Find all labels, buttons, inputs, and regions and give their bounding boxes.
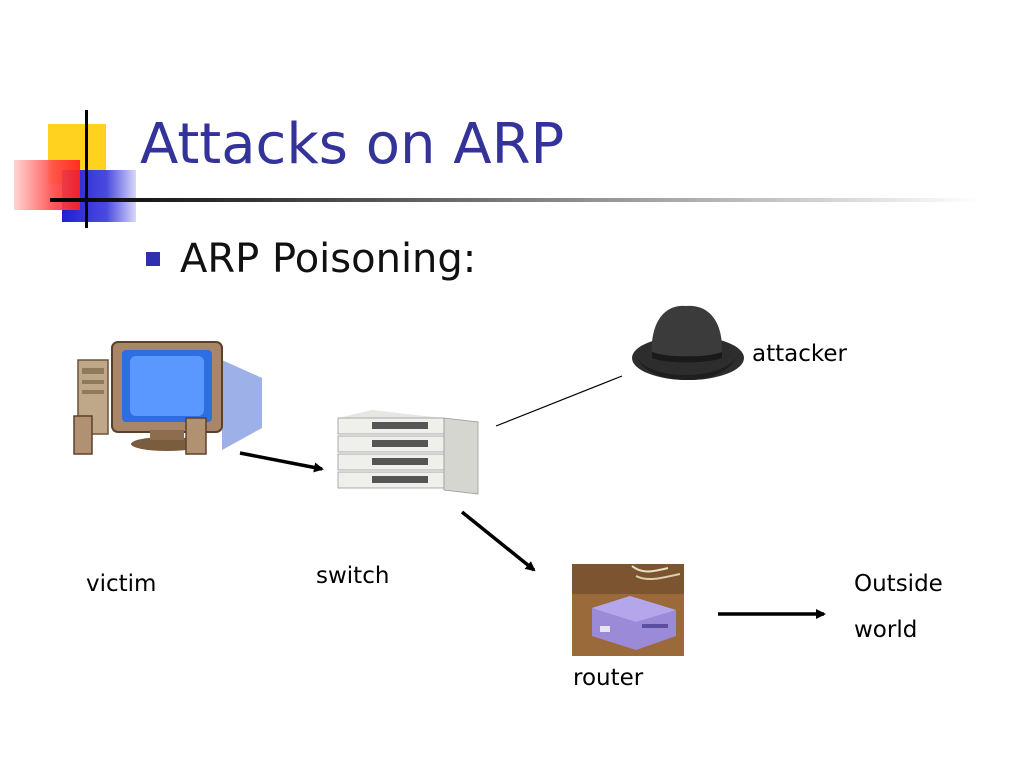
bullet-square-icon [146,252,160,266]
cowboy-hat-icon [632,305,744,380]
node-label-switch: switch [316,563,390,589]
node-label-router: router [573,665,644,691]
node-label-victim: victim [86,571,157,597]
bullet-text: ARP Poisoning: [180,236,477,282]
edge-switch-attacker [495,375,623,427]
vertical-rule [85,110,88,228]
node-label-outside-line2: world [854,617,918,643]
computer-icon [73,341,262,455]
node-label-attacker: attacker [752,341,847,367]
slide-title: Attacks on ARP [140,112,565,177]
router-icon [572,564,684,656]
bullet-item: ARP Poisoning: [146,236,476,282]
network-switch-icon [337,410,479,495]
title-decoration [14,110,980,228]
edge-switch-router [460,510,536,572]
node-label-outside-line1: Outside [854,571,943,597]
title-rule [50,198,980,202]
red-square [14,160,80,210]
